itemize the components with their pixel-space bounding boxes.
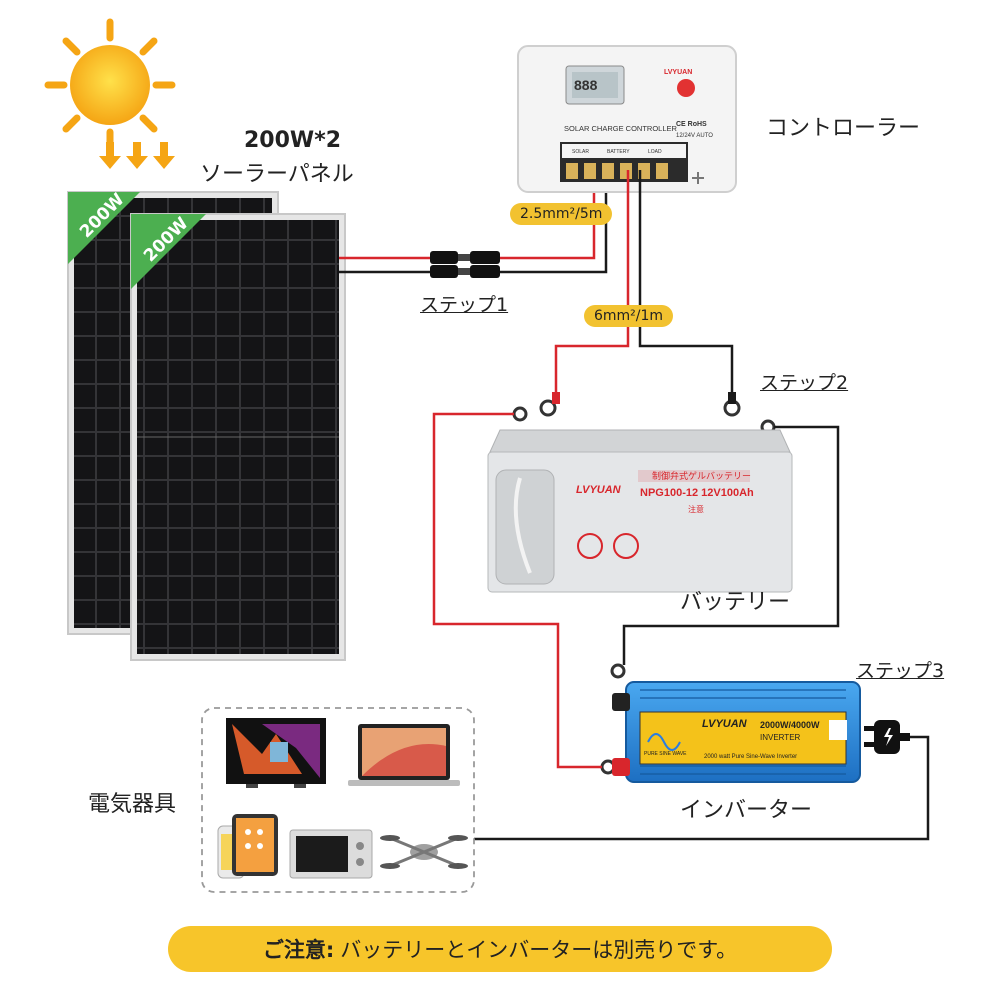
inverter-brand: LVYUAN xyxy=(702,718,748,730)
battery-type: 制御弁式ゲルバッテリー xyxy=(652,470,751,482)
tv-icon xyxy=(226,718,326,788)
charge-controller xyxy=(517,45,737,193)
battery-icon xyxy=(487,429,793,593)
controller-label: コントローラー xyxy=(766,116,921,141)
inverter-desc: 2000 watt Pure Sine-Wave Inverter xyxy=(704,754,797,760)
sunlight-arrows-icon xyxy=(99,142,175,169)
inverter-icon xyxy=(612,681,861,783)
battery-cable-spec: 6mm²/1m xyxy=(584,305,674,327)
inverter-type: INVERTER xyxy=(760,733,801,742)
sun-icon xyxy=(44,18,176,152)
step1-label: ステップ1 xyxy=(420,294,509,316)
tablet-icon xyxy=(232,814,278,876)
laptop-icon xyxy=(348,724,460,786)
ac-output-wire xyxy=(474,735,930,841)
panel-heading: 200W*2 xyxy=(244,128,342,153)
notice-text: バッテリーとインバーターは別売りです。 xyxy=(340,938,738,962)
terminal-label-load: LOAD xyxy=(648,149,662,155)
step3-label: ステップ3 xyxy=(856,660,945,682)
controller-brand: LVYUAN xyxy=(664,69,692,76)
inverter-wires xyxy=(432,412,840,769)
power-plug-icon xyxy=(864,720,910,754)
controller-title: SOLAR CHARGE CONTROLLER xyxy=(564,124,678,133)
ring-terminal-icon xyxy=(512,392,776,775)
controller-cert: CE RoHS xyxy=(676,121,707,128)
microwave-icon xyxy=(289,829,373,879)
battery-wires xyxy=(554,170,734,398)
battery-brand: LVYUAN xyxy=(576,484,622,496)
inverter-label: インバーター xyxy=(680,798,813,823)
controller-display: 888 xyxy=(574,77,598,93)
panel-subheading: ソーラーパネル xyxy=(200,162,354,187)
battery-model: NPG100-12 12V100Ah xyxy=(640,487,754,499)
step2-label: ステップ2 xyxy=(760,372,849,394)
inverter-wave: PURE SINE WAVE xyxy=(644,751,687,757)
battery-caution: 注意 xyxy=(688,504,704,514)
terminal-label-solar: SOLAR xyxy=(572,149,589,155)
controller-voltage: 12/24V AUTO xyxy=(676,133,713,139)
terminal-label-battery: BATTERY xyxy=(607,149,630,155)
appliances-group xyxy=(201,707,475,893)
notice-banner: ご注意: バッテリーとインバーターは別売りです。 xyxy=(168,926,832,972)
drone-icon xyxy=(380,835,468,869)
solar-panel-front xyxy=(130,213,346,661)
appliances-label: 電気器具 xyxy=(88,792,177,817)
mc4-connector-icon xyxy=(430,251,500,278)
panel-cable-spec: 2.5mm²/5m xyxy=(510,203,613,225)
battery-label: バッテリー xyxy=(680,590,791,615)
notice-prefix: ご注意: xyxy=(262,938,335,962)
inverter-spec: 2000W/4000W xyxy=(760,720,820,730)
